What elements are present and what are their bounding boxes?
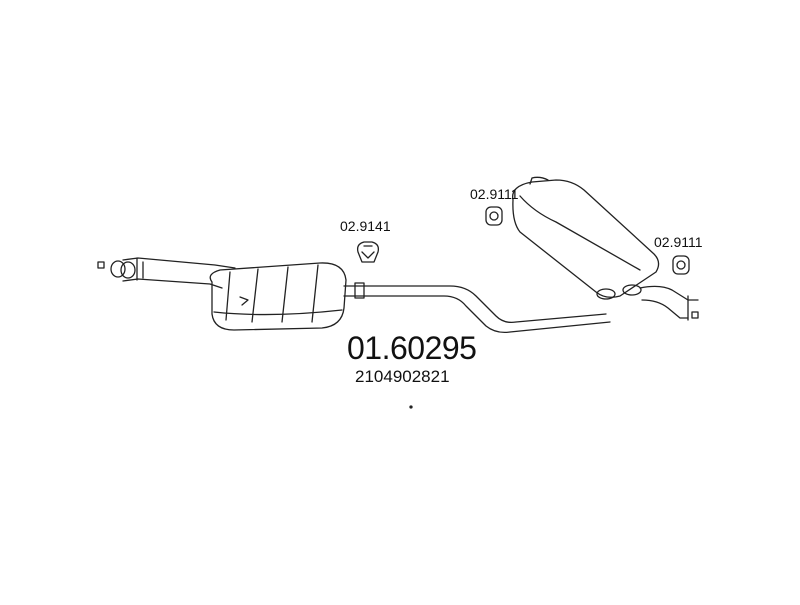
clamp-label: 02.9141 [340,218,391,234]
hanger-rear-part [672,255,690,275]
hanger-front-part [485,206,503,226]
front-silencer [209,262,347,331]
middle-pipe [343,282,611,334]
front-pipe-inlet [97,257,236,289]
hanger-front-label: 02.9111 [470,186,519,202]
stray-dot [409,405,413,409]
part-number: 01.60295 [347,330,477,366]
rear-silencer [511,176,699,321]
clamp-part [356,241,380,263]
hanger-rear-label: 02.9111 [654,234,703,250]
oem-number: 2104902821 [355,367,450,386]
